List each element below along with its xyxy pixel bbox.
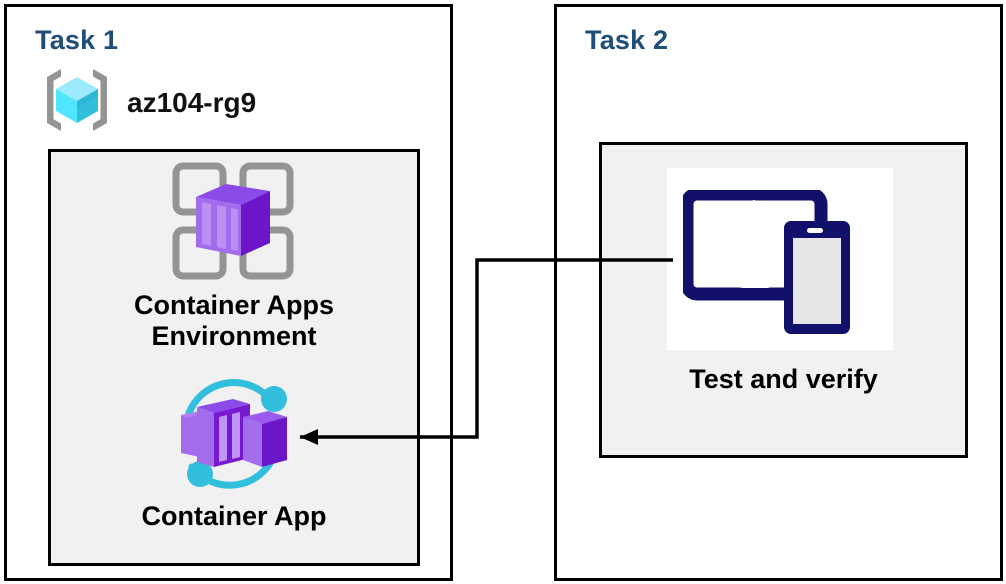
test-and-verify-label: Test and verify: [689, 364, 878, 394]
container-app-icon: [167, 375, 307, 502]
task-1-panel: Task 1 az104-rg9: [4, 4, 453, 581]
resource-group-icon: [41, 65, 113, 140]
container-app-label: Container App: [141, 501, 327, 531]
container-apps-environment-icon: [169, 159, 297, 288]
container-apps-environment-label: Container Apps Environment: [133, 290, 334, 351]
resource-group-name: az104-rg9: [127, 86, 257, 118]
task-2-title: Task 2: [585, 25, 669, 55]
devices-test-icon: [680, 187, 879, 343]
task-1-title: Task 1: [35, 25, 119, 55]
resource-group-header: az104-rg9: [41, 65, 256, 140]
